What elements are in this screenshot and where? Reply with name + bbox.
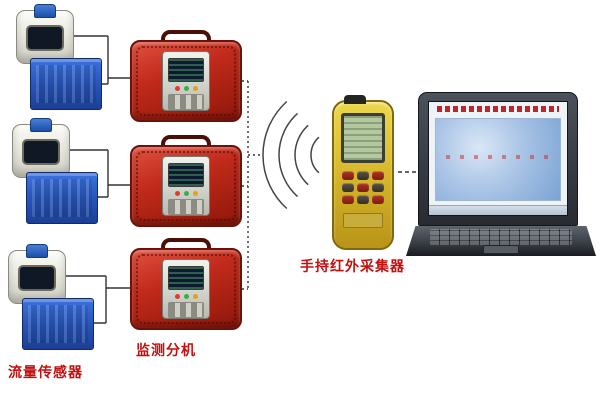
control-panel (162, 259, 210, 319)
flow-sensor-label: 流量传感器 (8, 364, 83, 380)
panel-keys (168, 199, 204, 215)
sensor-to-unit-wires (66, 35, 130, 324)
led (183, 294, 189, 299)
led (192, 294, 198, 299)
panel-leds (163, 191, 209, 196)
panel-display (168, 266, 204, 290)
key (342, 195, 354, 204)
led (174, 294, 180, 299)
led (174, 191, 180, 196)
key (372, 183, 384, 192)
meter-display (22, 139, 60, 165)
panel-keys (168, 302, 204, 318)
key (372, 171, 384, 180)
led (183, 86, 189, 91)
panel-keys (168, 94, 204, 110)
sensor-tank-icon (26, 172, 98, 224)
panel-display (168, 58, 204, 82)
monitor-unit-3 (130, 238, 242, 330)
flow-sensor-group-1 (16, 10, 120, 120)
key (357, 195, 369, 204)
control-panel (162, 51, 210, 111)
key (342, 171, 354, 180)
flow-sensor-group-3 (8, 250, 112, 360)
laptop-display (428, 101, 568, 216)
screen-title-text (437, 106, 559, 112)
led (192, 191, 198, 196)
screen-image (435, 118, 561, 201)
keyboard-keys (430, 229, 572, 245)
panel-display (168, 163, 204, 187)
meter-display (26, 25, 64, 51)
key (342, 183, 354, 192)
monitor-unit-2 (130, 135, 242, 227)
key (357, 183, 369, 192)
flow-meter-icon (16, 10, 74, 64)
handheld-collector-icon (332, 95, 394, 250)
control-panel (162, 156, 210, 216)
handle-icon (161, 238, 211, 256)
handheld-brand-strip (343, 213, 383, 228)
sensor-tank-icon (22, 298, 94, 350)
monitor-unit-case (130, 248, 242, 330)
monitor-unit-case (130, 145, 242, 227)
monitor-unit-label: 监测分机 (136, 342, 196, 358)
flow-meter-icon (8, 250, 66, 304)
led (174, 86, 180, 91)
monitor-unit-1 (130, 30, 242, 122)
handle-icon (161, 30, 211, 48)
meter-display (18, 265, 56, 291)
laptop-keyboard-base (406, 226, 596, 256)
led (183, 191, 189, 196)
key (357, 171, 369, 180)
ir-window-icon (344, 95, 366, 104)
wireless-signal-icon (262, 100, 320, 210)
monitor-unit-case (130, 40, 242, 122)
touchpad (483, 245, 519, 254)
panel-leds (163, 294, 209, 299)
screen-taskbar (429, 205, 567, 215)
flow-meter-icon (12, 124, 70, 178)
key (372, 195, 384, 204)
led (192, 86, 198, 91)
unit-bus-dotted-wire (242, 80, 262, 290)
handheld-keypad (334, 171, 392, 204)
handheld-label: 手持红外采集器 (300, 258, 405, 274)
laptop-screen (418, 92, 578, 226)
flow-sensor-group-2 (12, 124, 116, 234)
handle-icon (161, 135, 211, 153)
sensor-tank-icon (30, 58, 102, 110)
handheld-lcd (341, 113, 385, 163)
panel-leds (163, 86, 209, 91)
